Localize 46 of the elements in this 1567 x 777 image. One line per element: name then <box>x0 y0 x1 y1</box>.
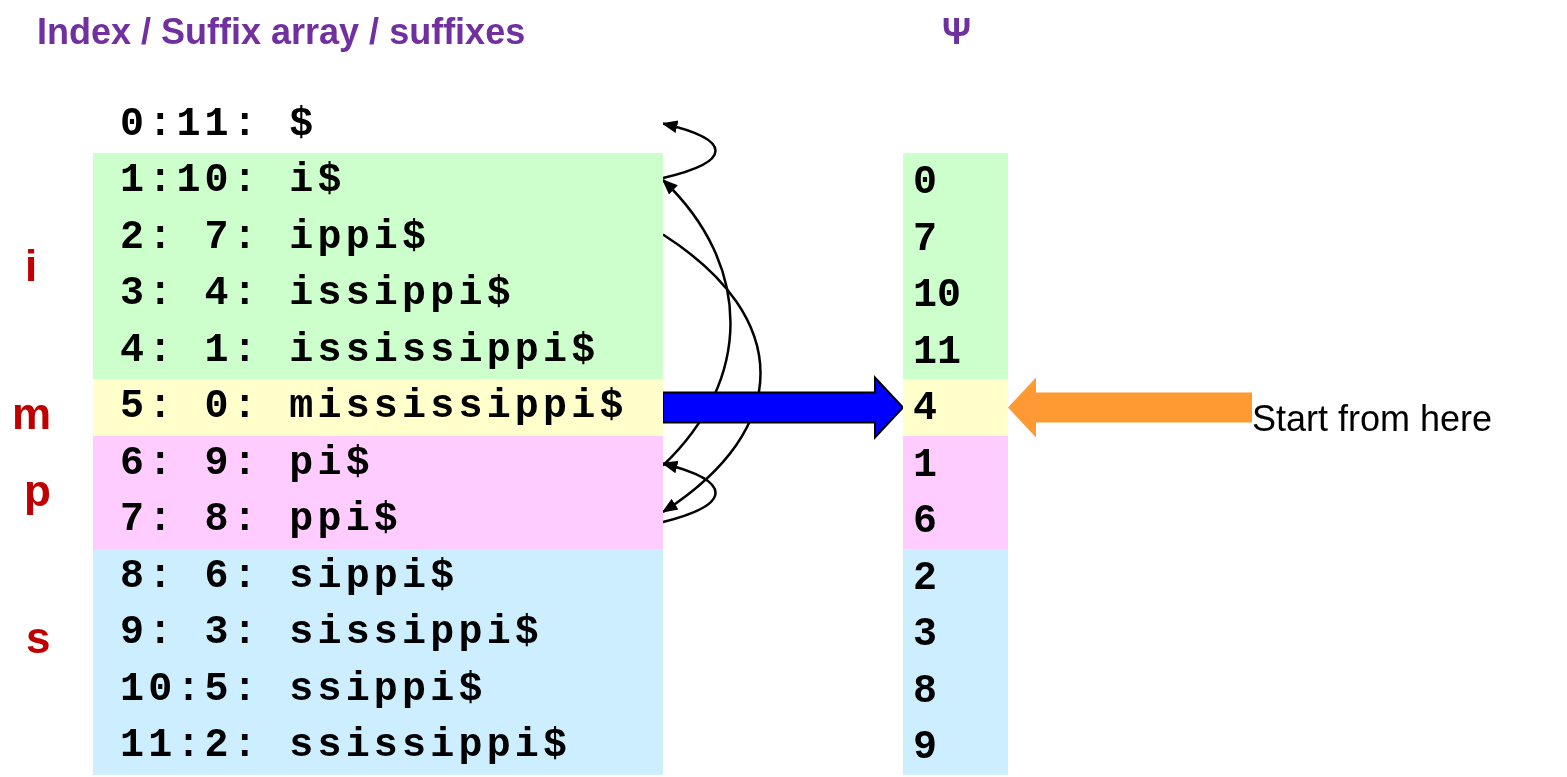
psi-value: 2 <box>913 556 937 601</box>
group-letter: i <box>25 240 38 292</box>
block-arrow <box>662 374 905 441</box>
suffix-entry: 10:5: ssippi$ <box>120 667 487 712</box>
highlighted-row <box>93 322 663 380</box>
highlighted-row <box>93 492 663 549</box>
group-letter: m <box>12 388 52 440</box>
block-arrow <box>1008 377 1252 438</box>
highlighted-row <box>93 548 663 606</box>
psi-cell <box>903 322 1008 380</box>
psi-cell <box>903 435 1008 493</box>
psi-cell <box>903 153 1008 210</box>
psi-value: 4 <box>913 387 937 431</box>
annotation-text: Start from here <box>1252 398 1493 440</box>
suffix-entry: 8: 6: sippi$ <box>120 554 459 599</box>
column-heading: Ψ <box>942 10 972 54</box>
suffix-entry: 0:11: $ <box>120 102 318 147</box>
suffix-entry: 2: 7: ippi$ <box>120 215 431 260</box>
psi-value: 1 <box>913 443 937 488</box>
suffix-entry: 6: 9: pi$ <box>120 441 374 486</box>
psi-value: 7 <box>913 217 937 262</box>
psi-cell <box>903 492 1008 549</box>
highlighted-row <box>93 379 663 436</box>
highlighted-row <box>93 153 663 210</box>
psi-value: 11 <box>913 330 961 375</box>
psi-cell <box>903 718 1008 775</box>
highlighted-row <box>93 435 663 493</box>
suffix-entry: 1:10: i$ <box>120 159 346 203</box>
group-letter: p <box>24 465 51 517</box>
psi-value: 0 <box>913 161 937 205</box>
suffix-entry: 4: 1: ississippi$ <box>120 328 600 373</box>
psi-cell <box>903 548 1008 606</box>
psi-value: 6 <box>913 500 937 544</box>
suffix-entry: 5: 0: mississippi$ <box>120 385 628 429</box>
group-letter: s <box>26 612 51 664</box>
psi-cell <box>903 379 1008 436</box>
suffix-entry: 7: 8: ppi$ <box>120 498 403 542</box>
suffix-entry: 3: 4: issippi$ <box>120 272 515 316</box>
psi-value: 9 <box>913 726 937 770</box>
column-heading: Index / Suffix array / suffixes <box>37 10 526 54</box>
psi-value: 8 <box>913 669 937 714</box>
suffix-entry: 11:2: ssissippi$ <box>120 724 572 768</box>
psi-value: 10 <box>913 274 961 318</box>
highlighted-row <box>93 718 663 775</box>
psi-value: 3 <box>913 613 937 657</box>
suffix-entry: 9: 3: sissippi$ <box>120 611 544 655</box>
